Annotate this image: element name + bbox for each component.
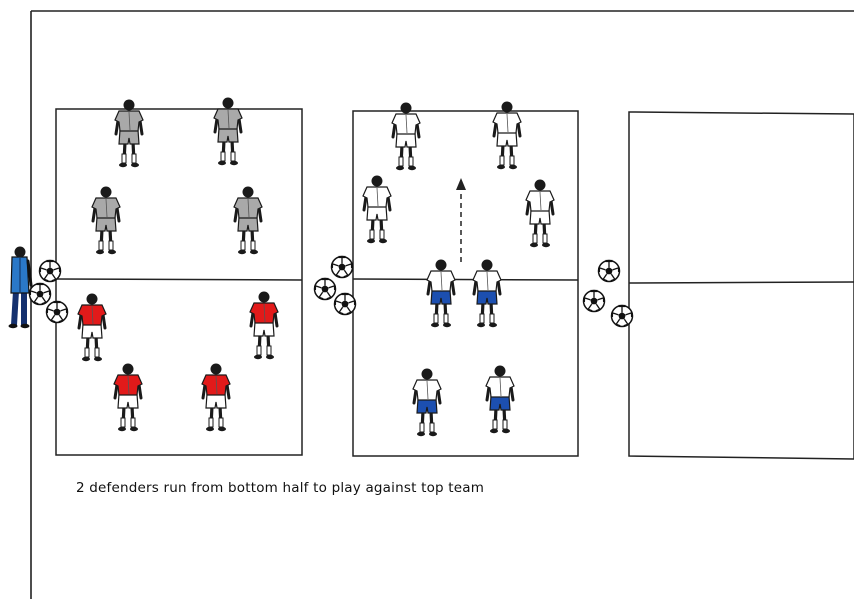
player-icon: [413, 369, 441, 437]
balls: [30, 257, 633, 327]
player-icon: [427, 260, 455, 328]
player-icon: [78, 294, 106, 362]
player-icon: [526, 180, 554, 248]
soccer-ball-icon: [599, 261, 620, 282]
arrow-up-icon: [456, 178, 466, 262]
soccer-ball-icon: [612, 306, 633, 327]
soccer-ball-icon: [335, 294, 356, 315]
soccer-ball-icon: [47, 302, 68, 323]
player-icon: [202, 364, 230, 432]
players: [78, 98, 554, 437]
player-icon: [114, 364, 142, 432]
player-icon: [363, 176, 391, 244]
player-icon: [234, 187, 262, 255]
player-icon: [392, 103, 420, 171]
soccer-ball-icon: [30, 284, 51, 305]
drill-caption: 2 defenders run from bottom half to play…: [76, 480, 484, 496]
player-icon: [486, 366, 514, 434]
soccer-ball-icon: [40, 261, 61, 282]
soccer-ball-icon: [315, 279, 336, 300]
field-middle: [353, 111, 578, 456]
player-icon: [473, 260, 501, 328]
field-right: [629, 112, 854, 459]
field-left: [56, 109, 302, 455]
player-icon: [214, 98, 242, 166]
soccer-ball-icon: [584, 291, 605, 312]
soccer-ball-icon: [332, 257, 353, 278]
player-icon: [92, 187, 120, 255]
coach-icon: [9, 247, 32, 329]
player-icon: [250, 292, 278, 360]
